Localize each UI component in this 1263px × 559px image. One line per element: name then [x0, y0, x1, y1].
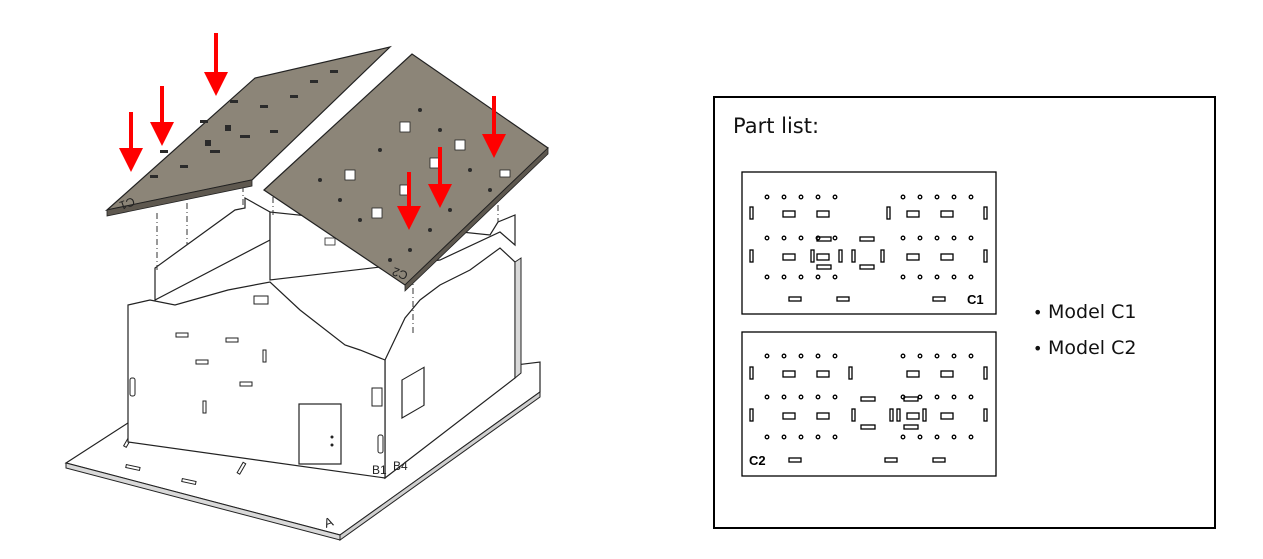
- model-option-label: Model C1: [1048, 301, 1137, 323]
- side-wall-label-b4: B4: [393, 459, 408, 473]
- side-wall-b4: [384, 247, 516, 480]
- part-list-box: Part list: C1: [713, 96, 1216, 529]
- panel-c1-label: C1: [967, 292, 984, 307]
- assembly-illustration: A B4 B1: [64, 33, 549, 541]
- model-option-label: Model C2: [1048, 337, 1137, 359]
- roof-label-c1: C1: [117, 194, 137, 213]
- panel-c2-drawing: C2: [741, 331, 997, 477]
- arrow-icon-group: [119, 33, 506, 230]
- back-wall-left: [154, 196, 271, 301]
- model-option-c1[interactable]: • Model C1: [1033, 294, 1136, 330]
- part-list-title: Part list:: [733, 114, 820, 138]
- model-list: • Model C1 • Model C2: [1033, 294, 1136, 366]
- bullet-icon: •: [1033, 339, 1043, 358]
- panel-c2-label: C2: [749, 453, 766, 468]
- panel-c1-drawing: C1: [741, 171, 997, 315]
- front-wall-label-b1: B1: [372, 463, 387, 477]
- model-option-c2[interactable]: • Model C2: [1033, 330, 1136, 366]
- roof-label-c2: C2: [390, 264, 410, 283]
- bullet-icon: •: [1033, 303, 1043, 322]
